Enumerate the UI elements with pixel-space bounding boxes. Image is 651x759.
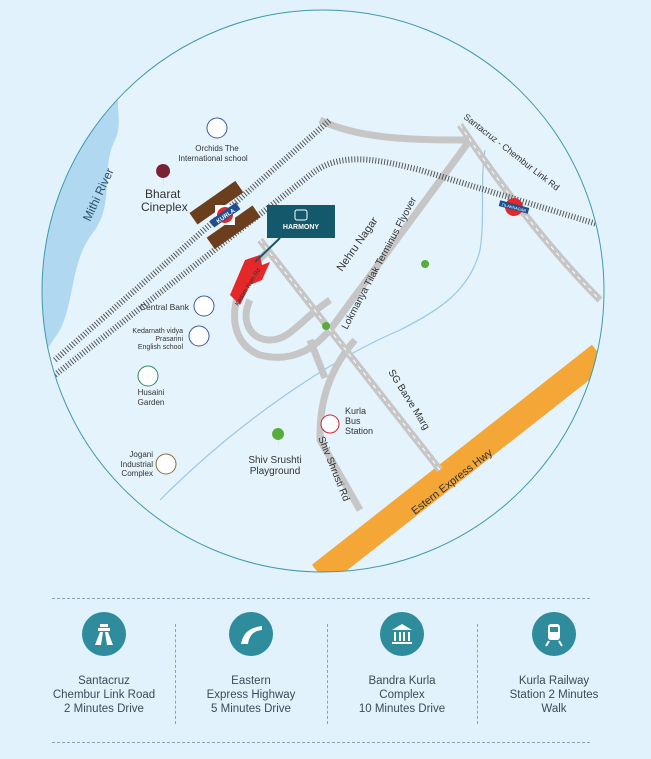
orchids-label-2: International school [178,154,248,163]
bus-icon [320,414,340,434]
stream [159,149,486,501]
school-icon-2 [188,325,210,347]
garden-icon [137,365,159,387]
feature-text: Eastern [231,675,271,687]
feature-text: Kurla Railway [518,675,590,687]
orchids-label: Orchids The [195,144,239,153]
feature-text: Station 2 Minutes [509,689,599,701]
kedarnath-label-3: English school [138,344,184,351]
bharat-label-2: Cineplex [141,200,188,214]
bank-icon [193,295,215,317]
jogani-label-2: Industrial [121,460,154,469]
divider [175,624,176,724]
kurla-bus-label-3: Station [345,426,373,436]
kedarnath-label: Kedarnath vidya [132,328,183,335]
bharat-label: Bharat [145,187,181,201]
divider [477,624,478,724]
feature-text: Express Highway [206,689,296,701]
kedarnath-label-2: Prasarini [155,336,183,343]
highway-icon [82,612,126,656]
feature-text: Santacruz [78,675,130,687]
park-pin-icon [421,260,430,274]
park-pin-icon-2 [322,322,331,336]
feature-text: 2 Minutes Drive [64,703,144,715]
divider [327,624,328,724]
jogani-label: Jogani [129,450,153,459]
kurla-station: KURLA [189,180,261,250]
tilaknagar-station-label: TILAKNAGAR [501,202,527,213]
brand-name: HARMONY [283,224,319,231]
husaini-label: Husaini [138,388,165,397]
feature-text: Complex [379,689,425,701]
husaini-label-2: Garden [138,398,165,407]
tilaknagar-station: TILAKNAGAR [498,198,530,216]
feature-text: Walk [541,703,567,715]
shiv-srushti-label: Shiv Srushti [248,455,301,466]
shiv-srushti-label-2: Playground [250,466,301,477]
school-icon [206,117,228,139]
feature-text: 5 Minutes Drive [211,703,291,715]
divider-bottom [52,742,590,743]
eastern-express-highway [311,344,604,572]
bank-building-icon [380,612,424,656]
central-bank-label: Central Bank [140,302,190,312]
expressway-icon [229,612,273,656]
divider-top [52,598,590,599]
feature-text: Chembur Link Road [52,689,156,701]
map-circle [42,10,604,572]
cinema-pin-icon [156,164,171,188]
kurla-bus-label-2: Bus [345,416,361,426]
railway-tracks [53,117,601,378]
project-site [230,255,270,305]
feature-text: Bandra Kurla [368,675,436,687]
harmony-logo-icon [294,209,308,221]
map: KURLA TILAKNAGAR HARMONY Estern Express … [41,9,605,573]
building-icon [155,453,177,475]
train-icon [532,612,576,656]
playground-pin-icon [272,428,285,449]
kurla-bus-label: Kurla [345,406,366,416]
jogani-label-3: Complex [121,469,153,478]
feature-text: 10 Minutes Drive [358,703,446,715]
